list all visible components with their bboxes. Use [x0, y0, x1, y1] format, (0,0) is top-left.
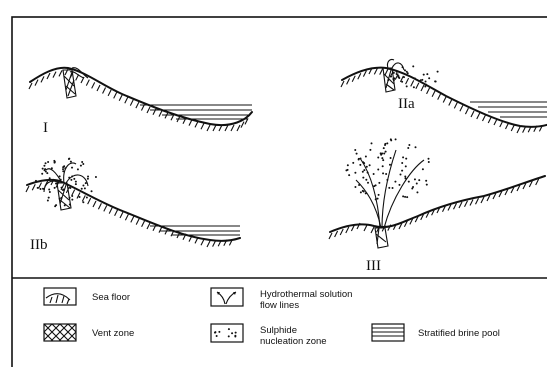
legend-sea-floor-symbol [44, 288, 76, 305]
panel-iib-flow-lines [44, 163, 88, 192]
panel-iii-label: III [366, 258, 381, 274]
legend-sulphide-symbol [211, 324, 243, 342]
legend-flow-lines-label-2: flow lines [260, 300, 299, 311]
legend-vent-zone-label: Vent zone [92, 328, 134, 339]
panel-iii-sulphide-zone [345, 138, 429, 200]
panel-iia-brine-pool [470, 102, 547, 117]
panel-iib-label: IIb [30, 237, 48, 253]
legend-vent-zone-symbol [44, 324, 76, 341]
legend-flow-lines-symbol [211, 288, 243, 306]
panel-iia-sea-floor [342, 68, 547, 127]
panel-iii-sea-floor [330, 176, 545, 232]
legend-sulphide-label-2: nucleation zone [260, 336, 327, 347]
panel-iii: III [329, 138, 545, 274]
panel-i-sea-floor [30, 68, 252, 125]
panel-iia-label: IIa [398, 96, 415, 112]
panel-i: I [29, 68, 252, 136]
legend-brine-pool-label: Stratified brine pool [418, 328, 500, 339]
legend: Sea floor Vent zone Hydrothermal solutio… [44, 288, 500, 347]
legend-sulphide-label-1: Sulphide [260, 325, 297, 336]
figure-frame [12, 17, 547, 367]
legend-flow-lines-label-1: Hydrothermal solution [260, 289, 352, 300]
panel-iib: IIb [26, 158, 240, 253]
panel-iib-sea-floor [27, 180, 240, 241]
panel-i-label: I [43, 120, 48, 136]
legend-brine-pool-symbol [372, 324, 404, 341]
panel-iia: IIa [341, 59, 547, 133]
panel-iii-flow-lines [356, 150, 424, 228]
legend-sea-floor-label: Sea floor [92, 292, 130, 303]
